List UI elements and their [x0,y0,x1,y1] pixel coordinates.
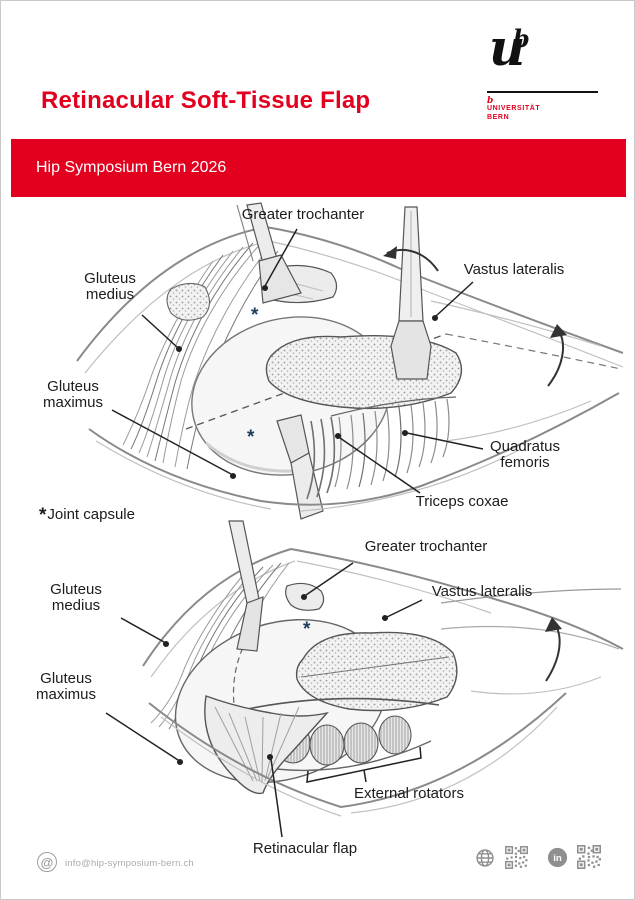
leader-lines-2 [105,562,423,838]
osteotomy-surface [265,335,463,410]
linkedin-icon: in [547,847,568,868]
retractor-bottom [276,414,324,520]
asterisk-marker-1a: * [251,305,259,326]
label-gluteus-medius-1: Gluteus medius [84,270,136,304]
joint-capsule-asterisk: * [39,505,47,527]
wound-edge-lower-2 [148,692,567,809]
logo-university-text: UNIVERSITÄT [487,105,541,112]
logo-small-b: b [487,96,494,106]
triceps-coxae-muscle [306,416,336,500]
logo-rule [487,91,598,93]
logo-u-glyph: u [489,18,526,77]
retractor-2 [228,520,264,652]
retractor-top-left [236,202,302,304]
label-retinacular-flap: Retinacular flap [252,840,358,857]
qr-code-icon [505,846,528,869]
label-gluteus-maximus-2: Gluteus maximus [35,670,97,704]
rotation-arrow-right [547,324,567,387]
label-quadratus-femoris: Quadratus femoris [489,438,561,472]
joint-capsule-text: Joint capsule [47,506,135,524]
event-banner: Hip Symposium Bern 2026 [11,139,626,197]
contact-email: info@hip-symposium-bern.ch [65,858,194,869]
label-triceps-coxae: Triceps coxae [415,493,509,510]
figure-1-illustration [76,202,624,520]
label-gluteus-maximus-1: Gluteus maximus [42,378,104,412]
wound-edge-lower [88,392,620,506]
quadratus-femoris-muscle [330,396,457,490]
asterisk-marker-2: * [303,619,311,640]
osteotomy-surface-2 [295,631,458,712]
logo-b-superscript: b [513,24,530,53]
label-gluteus-medius-2: Gluteus medius [50,581,102,615]
at-icon: @ [37,852,57,872]
retractor-center [390,206,432,380]
logo-city-text: BERN [487,114,510,121]
globe-icon [475,848,495,868]
label-vastus-lateralis-1: Vastus lateralis [463,261,565,278]
page-title: Retinacular Soft-Tissue Flap [41,87,371,114]
label-vastus-lateralis-2: Vastus lateralis [431,583,533,600]
label-joint-capsule-legend: *Joint capsule [39,490,135,526]
event-banner-text: Hip Symposium Bern 2026 [36,159,227,176]
label-greater-trochanter-1: Greater trochanter [241,206,365,223]
leader-lines [111,228,484,494]
qr-code-icon-2 [577,845,601,869]
rotation-arrow-top [383,246,439,272]
rotation-arrow-right-2 [545,617,562,682]
label-greater-trochanter-2: Greater trochanter [364,538,488,555]
figure-2-illustration [105,520,624,838]
asterisk-marker-1b: * [247,427,255,448]
wound-edge-upper-2 [142,548,624,667]
label-external-rotators: External rotators [353,785,465,802]
svg-text:in: in [553,853,562,864]
unibe-logo: u b b UNIVERSITÄT BERN [487,23,602,123]
